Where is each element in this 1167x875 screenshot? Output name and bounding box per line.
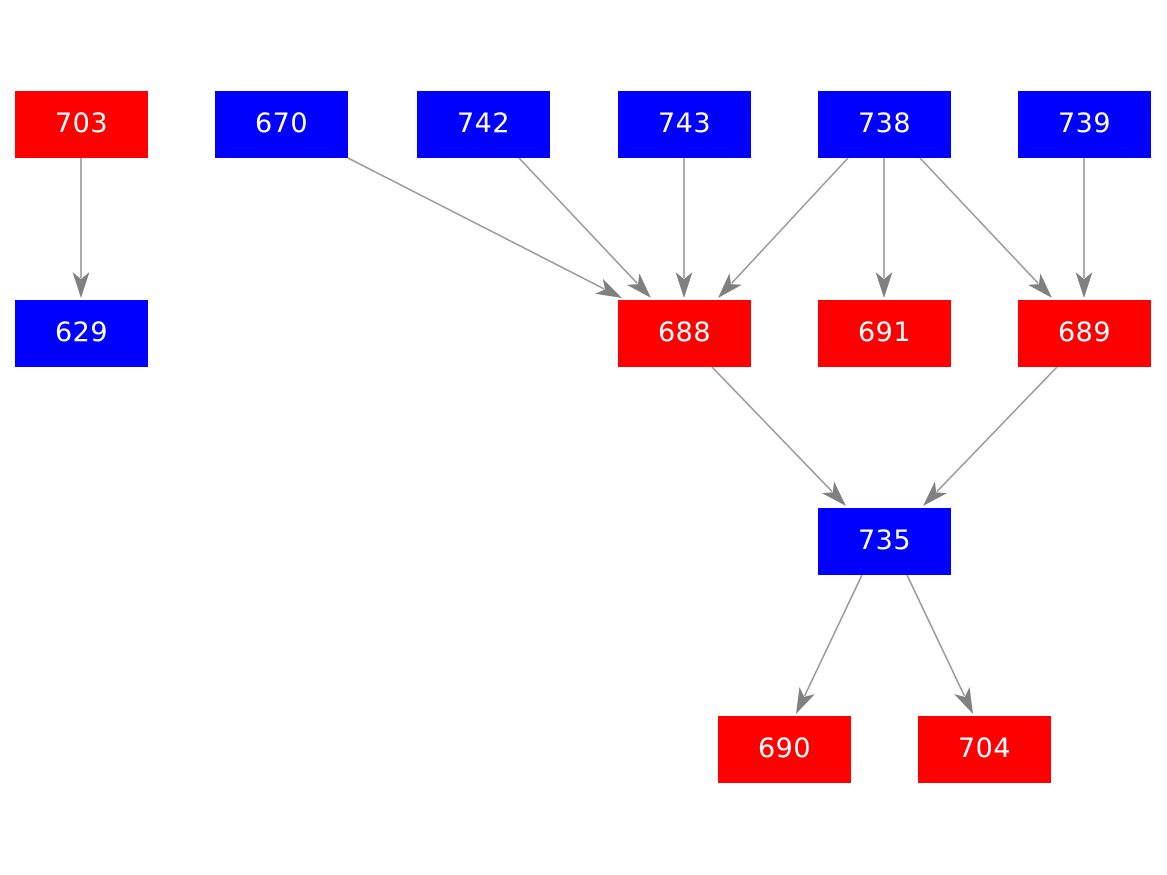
graph-node[interactable]: 690 — [718, 716, 851, 783]
edge-arrowhead-icon — [72, 272, 90, 298]
graph-edge — [718, 157, 849, 298]
graph-edge — [919, 157, 1052, 298]
edge-line — [711, 366, 833, 493]
node-label: 670 — [254, 108, 309, 139]
edge-arrowhead-icon — [718, 273, 742, 298]
edge-line — [731, 157, 849, 284]
graph-node[interactable]: 670 — [215, 91, 348, 158]
graph-edge — [347, 157, 622, 298]
node-label: 689 — [1057, 317, 1112, 348]
edge-line — [518, 157, 638, 284]
graph-node[interactable]: 743 — [618, 91, 751, 158]
edge-arrowhead-icon — [923, 481, 948, 506]
edge-arrowhead-icon — [1075, 272, 1093, 298]
graph-edge — [518, 157, 651, 298]
node-label: 742 — [456, 108, 511, 139]
edge-line — [906, 574, 966, 697]
graph-node[interactable]: 704 — [918, 716, 1051, 783]
graph-node[interactable]: 738 — [818, 91, 951, 158]
graph-node[interactable]: 735 — [818, 508, 951, 575]
edge-arrowhead-icon — [875, 272, 893, 298]
graph-node[interactable]: 629 — [15, 300, 148, 367]
edge-line — [919, 157, 1039, 284]
graph-node[interactable]: 688 — [618, 300, 751, 367]
edge-line — [347, 157, 605, 290]
graph-node[interactable]: 739 — [1018, 91, 1151, 158]
edge-line — [936, 366, 1058, 493]
node-label: 629 — [54, 317, 109, 348]
graph-edge — [875, 158, 893, 298]
node-label: 735 — [857, 525, 912, 556]
graph-edge — [796, 574, 863, 714]
edge-arrowhead-icon — [1027, 273, 1052, 298]
graph-node[interactable]: 742 — [417, 91, 550, 158]
edge-arrowhead-icon — [796, 686, 815, 714]
graph-edge — [72, 158, 90, 298]
graph-node[interactable]: 689 — [1018, 300, 1151, 367]
graph-edge — [675, 158, 693, 298]
edge-arrowhead-icon — [954, 686, 973, 714]
edge-arrowhead-icon — [594, 278, 622, 298]
node-label: 691 — [857, 317, 912, 348]
edge-arrowhead-icon — [675, 272, 693, 298]
edge-arrowhead-icon — [821, 481, 846, 506]
graph-edge — [906, 574, 973, 714]
graph-edge — [1075, 158, 1093, 298]
node-label: 688 — [657, 317, 712, 348]
graph-node[interactable]: 691 — [818, 300, 951, 367]
node-label: 704 — [957, 733, 1012, 764]
node-label: 738 — [857, 108, 912, 139]
edge-arrowhead-icon — [626, 273, 651, 298]
graph-edge — [923, 366, 1058, 506]
node-label: 703 — [54, 108, 109, 139]
graph-node[interactable]: 703 — [15, 91, 148, 158]
node-label: 743 — [657, 108, 712, 139]
node-label: 739 — [1057, 108, 1112, 139]
node-label: 690 — [757, 733, 812, 764]
edge-line — [803, 574, 863, 697]
graph-edge — [711, 366, 846, 506]
